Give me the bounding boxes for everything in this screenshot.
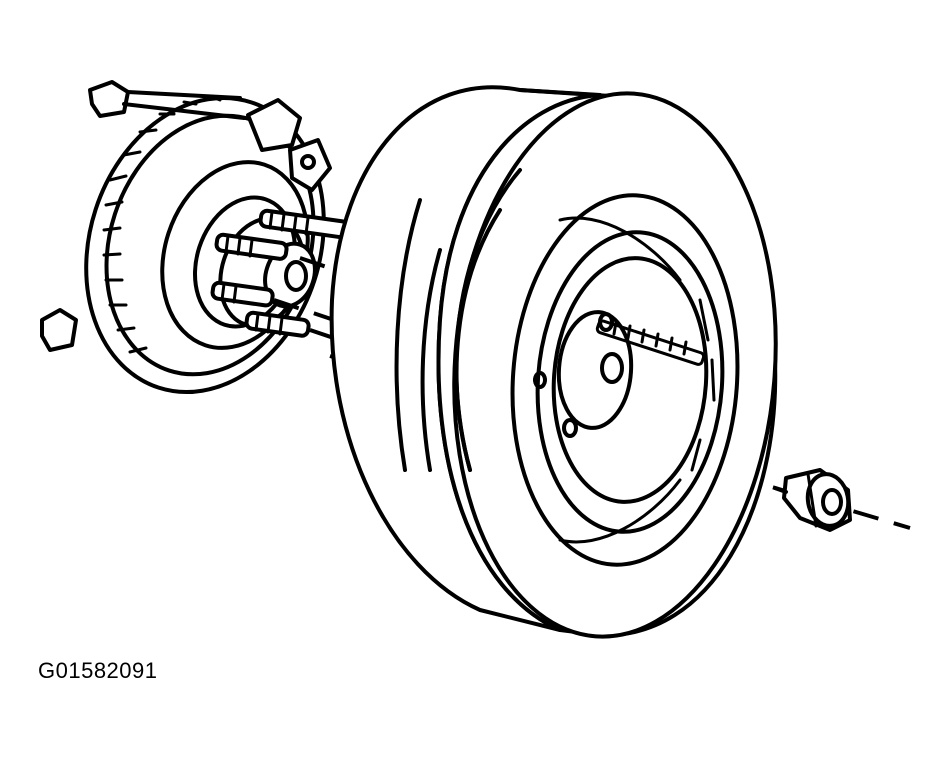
wheel-studs <box>210 208 363 338</box>
rotor-fins <box>102 94 222 354</box>
lug-nut <box>773 468 852 532</box>
wheel-dish <box>558 216 716 544</box>
tire-tread-grooves <box>394 168 522 472</box>
tire-and-wheel <box>329 85 778 639</box>
figure-id-label: G01582091 <box>38 658 158 683</box>
stud-through-wheel <box>595 319 706 366</box>
caliper-bracket <box>40 80 332 352</box>
brake-rotor-hub <box>40 80 363 395</box>
